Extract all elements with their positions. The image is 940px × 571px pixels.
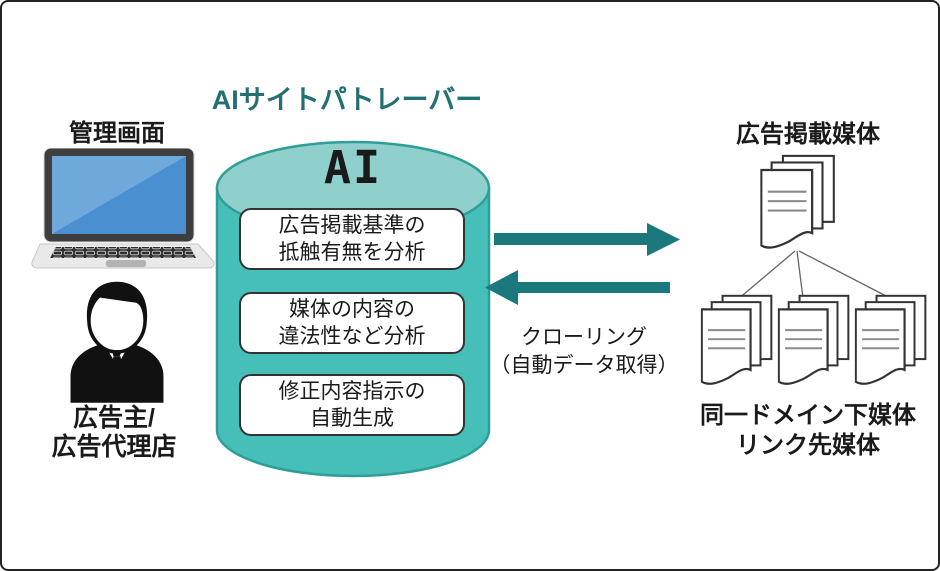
function-box-1: 広告掲載基準の 抵触有無を分析	[239, 208, 465, 270]
sub-media-label: 同一ドメイン下媒体 リンク先媒体	[682, 401, 934, 461]
crawling-label-line1: クローリング	[521, 326, 647, 349]
document-stack-icon	[776, 294, 852, 388]
function-box-3: 修正内容指示の 自動生成	[239, 374, 465, 436]
document-stack-icon	[699, 294, 775, 388]
function-box-1-line1: 広告掲載基準の	[278, 214, 426, 237]
crawling-label-line2: （自動データ取得）	[489, 354, 679, 377]
advertiser-label-line1: 広告主/	[73, 404, 155, 432]
advertiser-label-line2: 広告代理店	[51, 433, 177, 461]
laptop-icon	[31, 148, 215, 269]
businessperson-icon	[70, 281, 164, 403]
function-box-2-line1: 媒体の内容の	[289, 298, 415, 321]
page-title: AIサイトパトレーバー	[211, 85, 483, 115]
function-box-2: 媒体の内容の 違法性など分析	[239, 292, 465, 354]
function-box-3-line1: 修正内容指示の	[278, 380, 426, 403]
document-stack-icon	[853, 294, 929, 388]
function-box-1-line2: 抵触有無を分析	[278, 241, 426, 264]
function-box-3-line2: 自動生成	[310, 407, 394, 430]
arrow-right-icon	[494, 223, 680, 256]
document-stack-icon	[757, 154, 839, 252]
ad-media-label: 広告掲載媒体	[736, 121, 880, 148]
link-connector-lines	[736, 250, 889, 301]
sub-media-label-line1: 同一ドメイン下媒体	[700, 402, 916, 429]
ai-core-label: AI	[323, 141, 383, 194]
function-box-2-line2: 違法性など分析	[278, 325, 426, 348]
arrow-left-icon	[485, 270, 670, 305]
crawling-label: クローリング （自動データ取得）	[470, 324, 698, 380]
admin-screen-label: 管理画面	[69, 120, 165, 147]
advertiser-label: 広告主/ 広告代理店	[30, 404, 198, 462]
sub-media-label-line2: リンク先媒体	[736, 432, 880, 459]
